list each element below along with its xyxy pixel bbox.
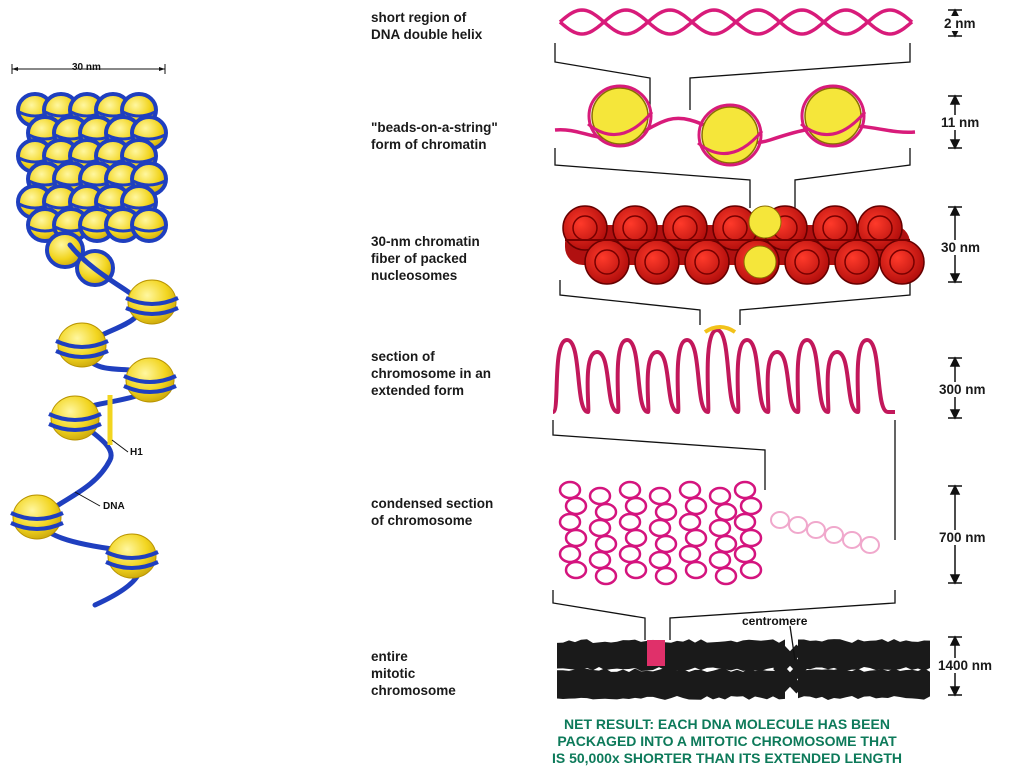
- level-label-mitotic: entiremitoticchromosome: [371, 648, 456, 699]
- level-label-condensed: condensed sectionof chromosome: [371, 495, 493, 529]
- scale-1400nm: 1400 nm: [938, 658, 992, 673]
- beads-on-a-string: [555, 86, 915, 165]
- dna-double-helix: [560, 10, 912, 34]
- scale-arrows: [948, 10, 962, 695]
- left-nucleosome-figure: [11, 64, 178, 605]
- scale-2nm: 2 nm: [944, 16, 976, 31]
- condensed-chromosome-section: [560, 482, 879, 584]
- scale-30nm: 30 nm: [941, 240, 980, 255]
- scale-300nm: 300 nm: [939, 382, 986, 397]
- scale-700nm: 700 nm: [939, 530, 986, 545]
- chromosome-segment-highlight: [647, 640, 665, 666]
- extended-chromosome-loops: [553, 330, 895, 412]
- net-result-text: NET RESULT: EACH DNA MOLECULE HAS BEENPA…: [482, 716, 972, 767]
- mitotic-chromosome: [557, 639, 930, 700]
- h1-label: H1: [130, 447, 143, 458]
- dna-label: DNA: [103, 501, 125, 512]
- centromere-label: centromere: [742, 614, 807, 628]
- level-label-beads: "beads-on-a-string"form of chromatin: [371, 119, 498, 153]
- level-label-fiber: 30-nm chromatinfiber of packednucleosome…: [371, 233, 480, 284]
- loose-nucleosomes: [11, 280, 178, 578]
- packed-nucleosome-cluster: [18, 94, 166, 285]
- chromatin-fiber-30nm: [563, 206, 924, 284]
- scale-11nm: 11 nm: [941, 115, 979, 130]
- left-scale-label: 30 nm: [72, 62, 101, 73]
- level-label-dna-helix: short region ofDNA double helix: [371, 9, 482, 43]
- level-label-extended: section ofchromosome in anextended form: [371, 348, 491, 399]
